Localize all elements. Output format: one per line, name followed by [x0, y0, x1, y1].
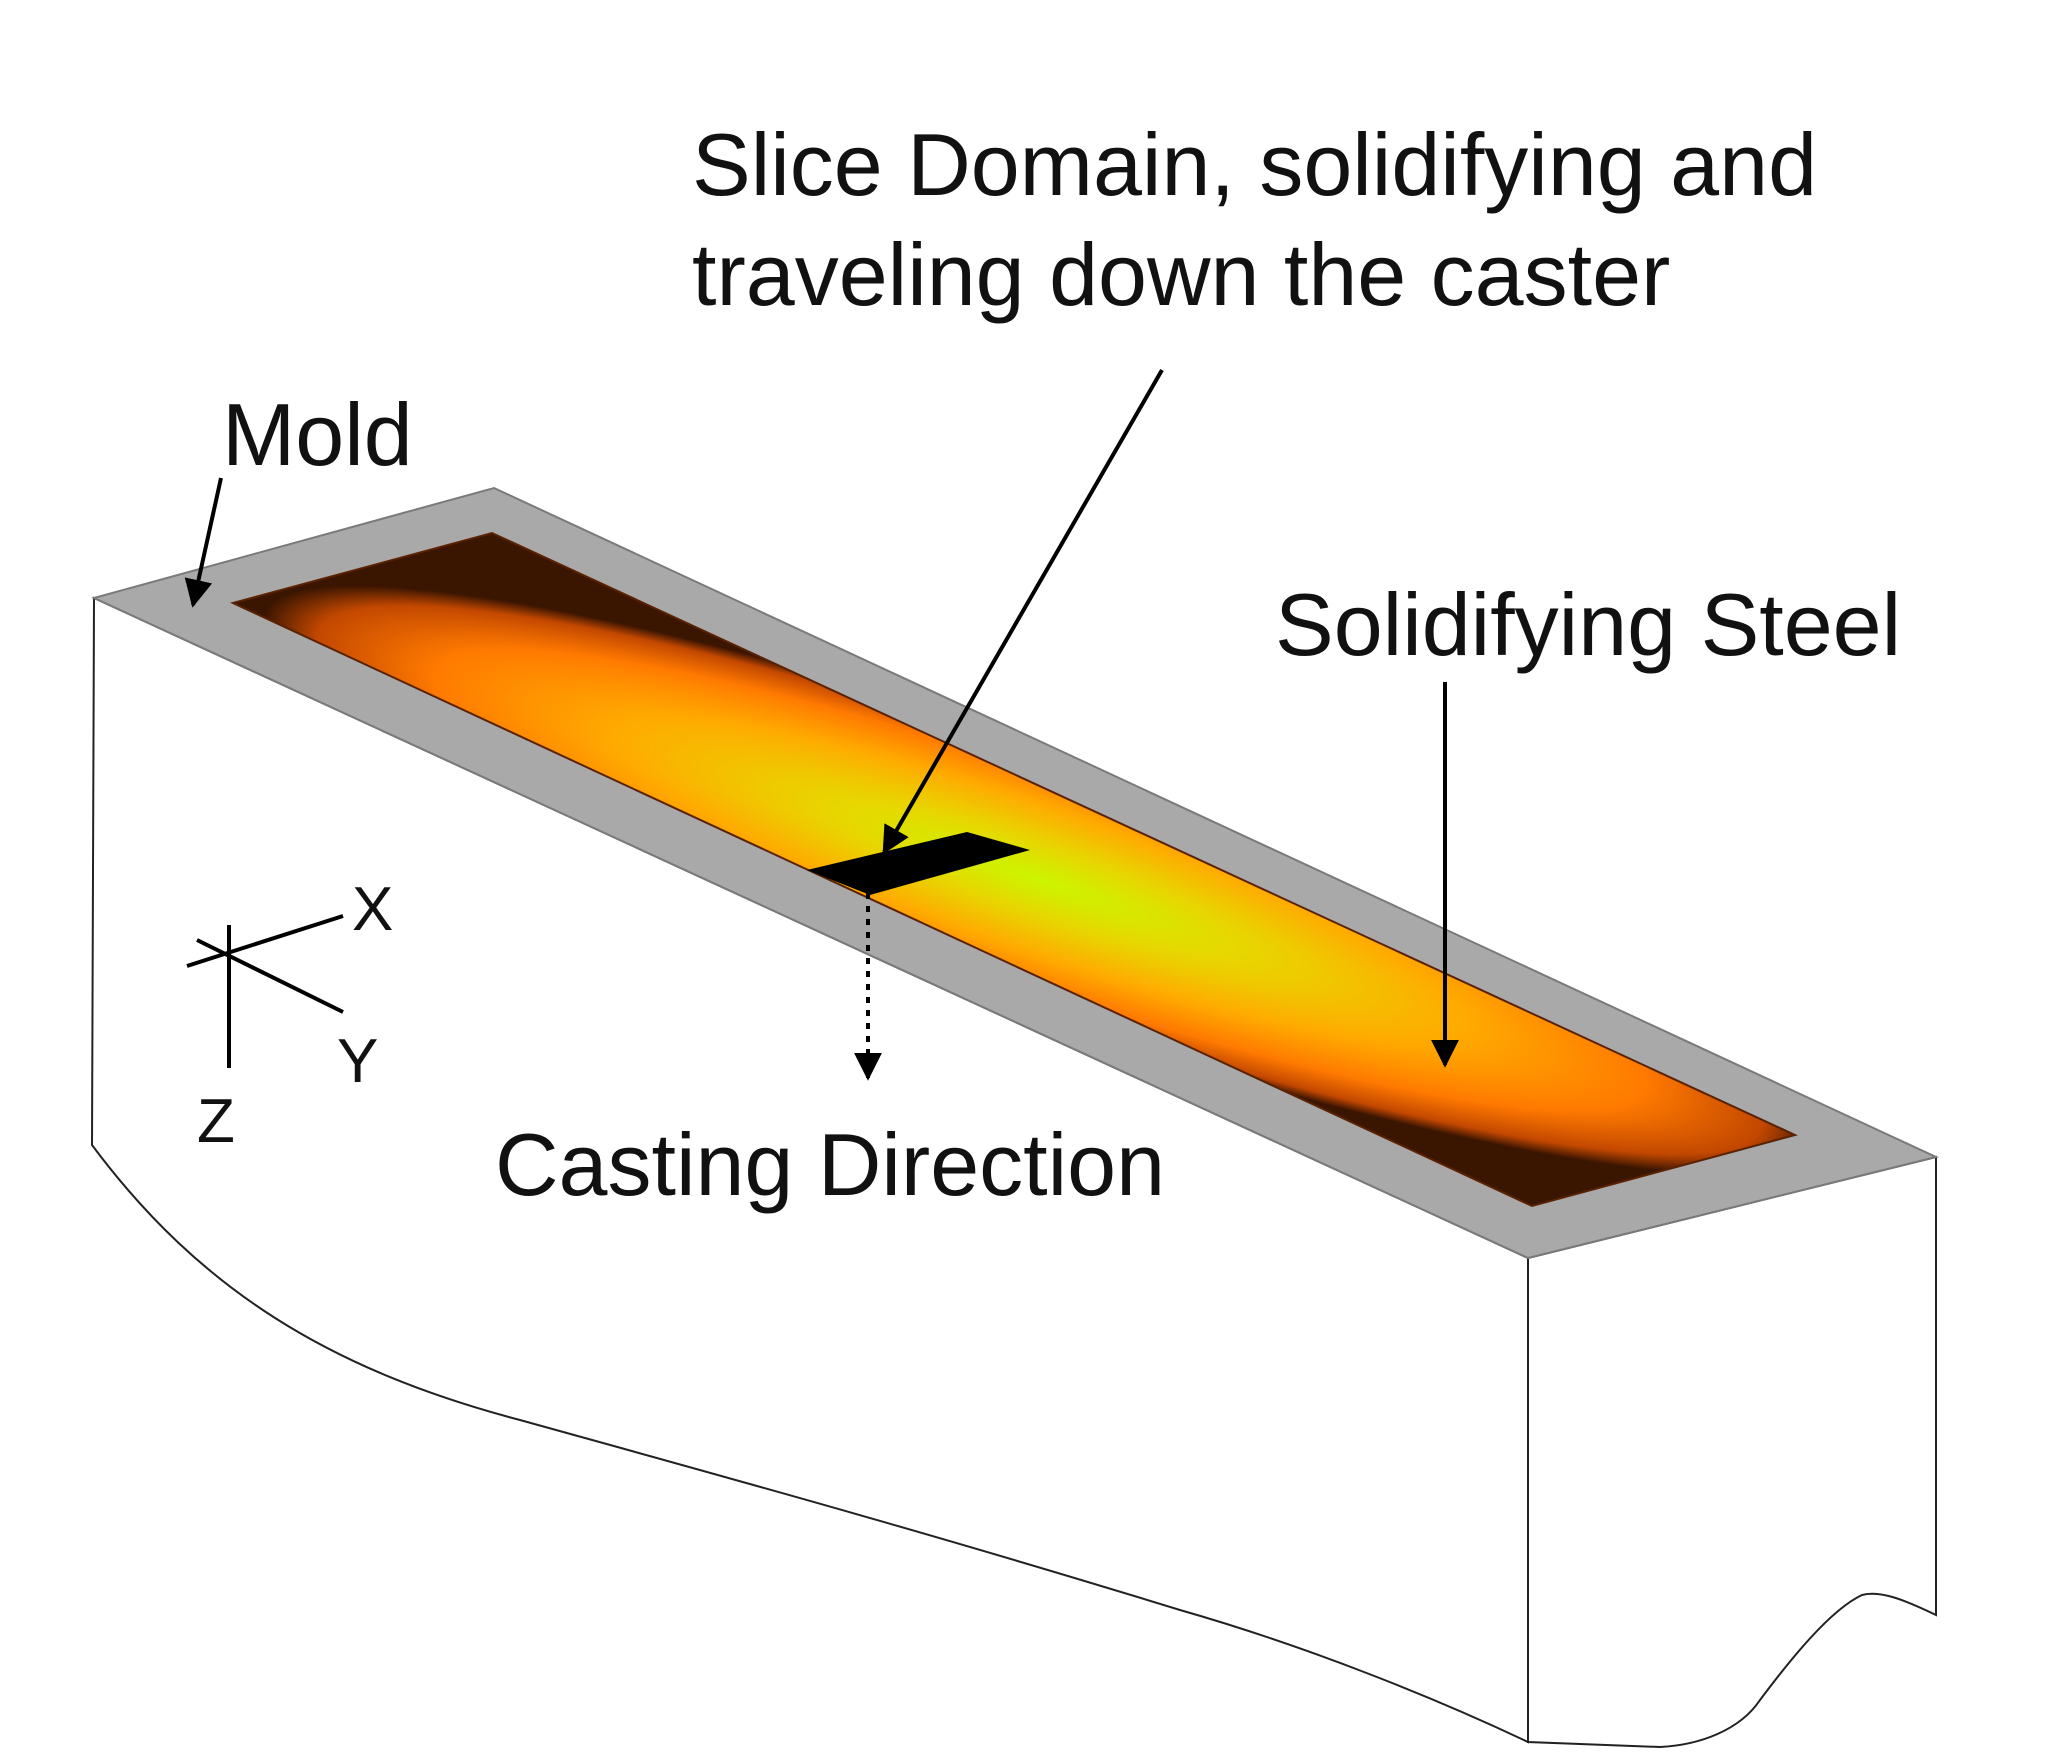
slice-domain [807, 832, 1030, 895]
axis-y-line [196, 938, 344, 1014]
casting-direction-label: Casting Direction [495, 1115, 1165, 1214]
axis-x-line [186, 914, 344, 968]
axis-y-label: Y [337, 1027, 378, 1096]
mold-label: Mold [222, 385, 413, 484]
slice-domain-label-line2: traveling down the caster [692, 225, 1670, 324]
axis-x-label: X [352, 875, 393, 944]
slice-domain-arrow [882, 369, 1164, 855]
coordinate-axes: X Y Z [186, 875, 393, 1156]
solidifying-steel-label: Solidifying Steel [1275, 575, 1901, 674]
mold-arrow [184, 477, 223, 608]
slice-domain-label-line1: Slice Domain, solidifying and [692, 115, 1817, 214]
mold-right-face [1527, 1155, 1937, 1749]
solidifying-steel-surface [230, 531, 1798, 1208]
axis-z-label: Z [197, 1087, 235, 1156]
mold-left-face [90, 596, 1529, 1744]
